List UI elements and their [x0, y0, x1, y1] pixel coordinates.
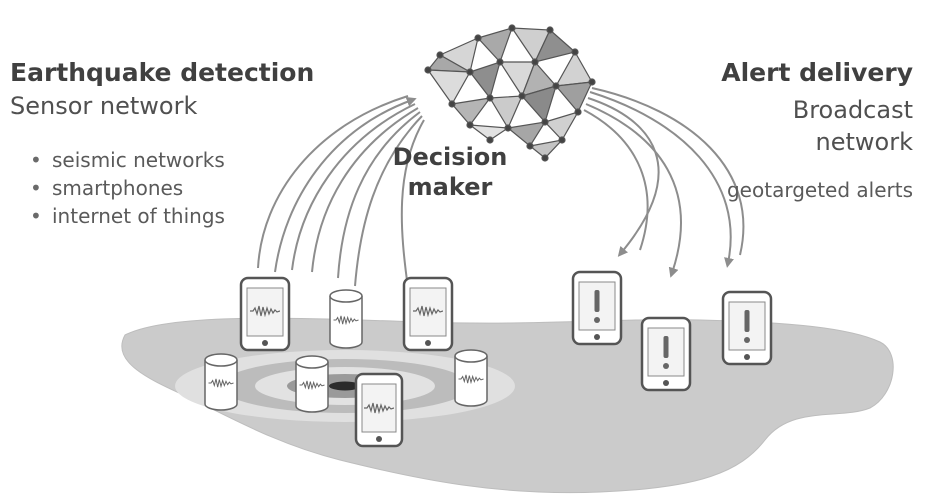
phone-seismogram-icon — [239, 276, 291, 352]
phone-seismogram-icon — [354, 372, 404, 448]
phone-alert-icon — [571, 270, 623, 346]
detection-arrows — [257, 95, 425, 289]
list-item: internet of things — [30, 202, 225, 230]
detection-heading: Earthquake detection — [10, 58, 315, 87]
seismic-rings — [175, 350, 515, 422]
brain-network-icon — [424, 24, 596, 162]
seismic-sensor-icon — [204, 353, 238, 411]
alert-subheading: Broadcast network — [792, 96, 913, 156]
seismic-sensor-icon — [329, 289, 363, 349]
epicenter — [329, 381, 361, 391]
alert-note: geotargeted alerts — [726, 178, 913, 202]
list-item: seismic networks — [30, 146, 225, 174]
seismic-sensor-icon — [454, 349, 488, 407]
phone-alert-icon — [640, 316, 692, 392]
phone-alert-icon — [721, 290, 773, 366]
phone-seismogram-icon — [402, 276, 454, 352]
sensor-source-list: seismic networks smartphones internet of… — [30, 146, 225, 230]
list-item: smartphones — [30, 174, 225, 202]
detection-subheading: Sensor network — [10, 92, 198, 120]
alert-arrows — [583, 87, 745, 278]
decision-maker-label: Decision maker — [392, 143, 508, 201]
seismic-sensor-icon — [295, 355, 329, 413]
alert-heading: Alert delivery — [721, 58, 913, 87]
